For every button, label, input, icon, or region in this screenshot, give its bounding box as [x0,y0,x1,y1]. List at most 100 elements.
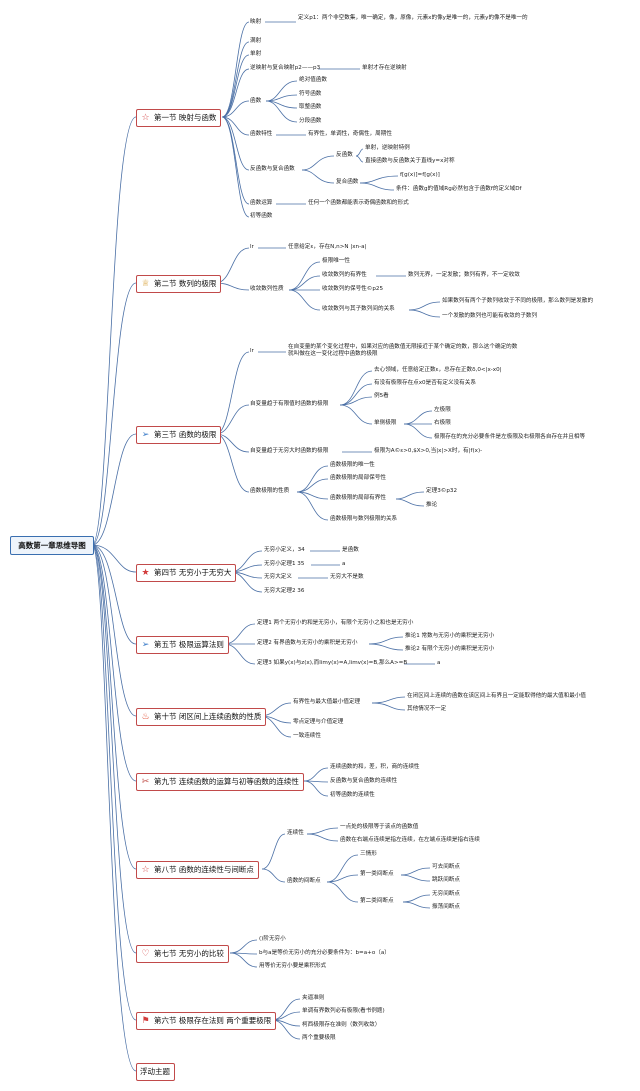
node-a[interactable]: a [437,660,441,666]
node-equivalent-product[interactable]: 用等价无穷小要是乘积形式 [259,963,327,969]
node-order-infinitesimal[interactable]: ()阶无穷小 [259,936,286,942]
node-infinity-not-number[interactable]: 无穷大不是数 [330,574,364,580]
node-three-cases[interactable]: 三情形 [360,851,377,857]
node-example-5[interactable]: 例5看 [374,393,389,399]
node-composite-formula[interactable]: f[g(x)]=f[g(x)] [400,172,440,178]
node-subsequence-divergent[interactable]: 如果数列有两个子数列收敛于不同的极限，那么数列是发散的 [442,298,594,304]
node-first-kind[interactable]: 第一类间断点 [360,871,394,877]
node-theorem-2[interactable]: 定理2 有界函数与无穷小的乘积是无穷小 [257,640,358,646]
section-9-continuous-ops[interactable]: ✂第九节 连续函数的运算与初等函数的连续性 [136,773,304,791]
node-continuity[interactable]: 连续性 [287,830,304,836]
node-lr[interactable]: lr [250,244,254,250]
node-injective-special[interactable]: 单射，逆映射特例 [365,145,410,151]
node-injection[interactable]: 单射 [250,51,262,57]
node-mapping[interactable]: 映射 [250,19,262,25]
node-arithmetic-continuity[interactable]: 连续函数的和，差，积，商的连续性 [330,764,420,770]
node-mapping-definition[interactable]: 定义p1：两个非空数集，唯一确定，像，原像，元素x的像y是唯一的，元素y的像不是… [298,15,528,21]
node-point-limit[interactable]: 一点处的极限等于该点的函数值 [340,824,419,830]
node-discontinuity[interactable]: 函数的间断点 [287,878,321,884]
node-intermediate-value[interactable]: 零点定理与介值定理 [293,719,344,725]
node-limit-exists-condition[interactable]: 极限存在的充分必要条件是左极限及右极限各自存在并且相等 [434,434,586,440]
node-corollary-1[interactable]: 推论1 常数与无穷小的乘积是无穷小 [405,633,495,639]
section-1-mapping-function[interactable]: ☆第一节 映射与函数 [136,109,222,127]
node-infinity-definition[interactable]: 无穷大定义 [264,574,292,580]
node-inverse-composite-map[interactable]: 逆映射与复合映射p2——p3 [250,65,321,71]
node-infinite-limit[interactable]: 自变量趋于无穷大时函数的极限 [250,448,329,454]
node-local-boundedness[interactable]: 函数极限的局部有界性 [330,495,386,501]
node-is-function[interactable]: 是函数 [342,547,359,553]
node-a[interactable]: a [342,561,346,567]
section-3-function-limit[interactable]: ➢第三节 函数的极限 [136,426,222,444]
node-other-cases[interactable]: 其他情况不一定 [407,706,447,712]
node-bounded-note[interactable]: 数列无界，一定发散；数列有界，不一定收敛 [408,272,520,278]
node-function[interactable]: 函数 [250,98,262,104]
node-inverse-function[interactable]: 反函数 [336,152,353,158]
floating-topic[interactable]: 浮动主题 [136,1063,175,1081]
node-function-sequence-relation[interactable]: 函数极限与数列极限的关系 [330,516,398,522]
node-subsequence-convergent[interactable]: 一个发散的数列也可能有收敛的子数列 [442,313,538,319]
node-inverse-composite[interactable]: 反函数与复合函数 [250,166,295,172]
node-theorem-3[interactable]: 定理3©p32 [426,488,458,494]
node-one-sided-limit[interactable]: 单侧极限 [374,420,397,426]
node-floor-function[interactable]: 取整函数 [299,104,322,110]
node-symmetry[interactable]: 直接函数与反函数关于直线y=x对称 [365,158,455,164]
node-theorem-3[interactable]: 定理3 如果y(x)与z(x),而limy(x)=A,limv(x)=B,那么A… [257,660,408,666]
node-left-limit[interactable]: 左极限 [434,407,451,413]
node-function-operations[interactable]: 函数运算 [250,200,273,206]
node-equivalent-condition[interactable]: b与a是等价无穷小的充分必要条件为：b=a+o（a） [259,950,390,956]
node-monotone-bounded[interactable]: 单调有界数列必有极限(看书例题) [302,1008,385,1014]
node-endpoint-continuity[interactable]: 函数在右端点连续是指左连续，在左端点连续是指右连续 [340,837,480,843]
section-5-limit-rules[interactable]: ➢第五节 极限运算法则 [136,636,229,654]
node-extreme-value-theorem[interactable]: 有界性与最大值最小值定理 [293,699,361,705]
node-corollary[interactable]: 推论 [426,502,438,508]
node-convergent-properties[interactable]: 收敛数列性质 [250,286,284,292]
node-piecewise-function[interactable]: 分段函数 [299,118,322,124]
section-7-comparison[interactable]: ♡第七节 无穷小的比较 [136,945,229,963]
node-composite-function[interactable]: 复合函数 [336,179,359,185]
section-2-sequence-limit[interactable]: ♕第二节 数列的极限 [136,275,222,293]
node-uniform-continuity[interactable]: 一致连续性 [293,733,321,739]
node-two-important-limits[interactable]: 两个重要极限 [302,1035,336,1041]
node-abs-function[interactable]: 绝对值函数 [299,77,327,83]
node-defined-irrelevant[interactable]: 有没有极限存在点x0是否有定义没有关系 [374,380,476,386]
section-4-infinitesimal[interactable]: ★第四节 无穷小于无穷大 [136,564,237,582]
node-elementary-continuity[interactable]: 初等函数的连续性 [330,792,375,798]
node-uniqueness[interactable]: 函数极限的唯一性 [330,462,375,468]
node-second-kind[interactable]: 第二类间断点 [360,898,394,904]
node-corollary-2[interactable]: 推论2 有限个无穷小的乘积是无穷小 [405,646,495,652]
node-subsequence-relation[interactable]: 收敛数列与其子数列间的关系 [322,306,395,312]
node-removable[interactable]: 可去间断点 [432,864,460,870]
node-infinity-theorem-2[interactable]: 无穷大定理2 36 [264,588,305,594]
node-function-limit-definition[interactable]: 在自变量的某个变化过程中，如果对应的函数值无限接近于某个确定的数，那么这个确定的… [288,344,518,357]
root-topic[interactable]: 高数第一章思维导图 [10,536,94,555]
node-properties-list[interactable]: 有界性，单调性，奇偶性，周期性 [308,131,392,137]
node-infinitesimal-definition[interactable]: 无穷小定义，34 [264,547,305,553]
node-elementary-function[interactable]: 初等函数 [250,213,273,219]
node-lr[interactable]: lr [250,348,254,354]
node-composite-condition[interactable]: 条件：函数g的值域Rg必然包含于函数f的定义域Df [396,186,522,192]
node-odd-even-sum[interactable]: 任何一个函数都能表示奇偶函数和的形式 [308,200,409,206]
node-inverse-composite-continuity[interactable]: 反函数与复合函数的连续性 [330,778,398,784]
section-10-closed-interval[interactable]: ♨第十节 闭区间上连续函数的性质 [136,708,267,726]
node-limit-A-definition[interactable]: 极限为A©ε>0,$X>0,当|x|>X时，有|f(x)- [374,448,483,454]
node-function-properties[interactable]: 函数特性 [250,131,273,137]
node-inverse-exists[interactable]: 单射才存在逆映射 [362,65,407,71]
node-sign-function[interactable]: 符号函数 [299,91,322,97]
node-deleted-neighborhood[interactable]: 去心领域，任意给定正数ε，总存在正数δ,0<|x-x0| [374,367,502,373]
node-function-limit-properties[interactable]: 函数极限的性质 [250,488,290,494]
node-cauchy[interactable]: 柯西极限存在准则（数列收敛） [302,1022,381,1028]
node-surjection[interactable]: 满射 [250,38,262,44]
node-theorem-1[interactable]: 定理1 两个无穷小的和是无穷小，有限个无穷小之和也是无穷小 [257,620,414,626]
node-infinitesimal-theorem-1[interactable]: 无穷小定理1 35 [264,561,305,567]
node-epsilon-n[interactable]: 任意给定ε，存在N,n>N |xn-a| [288,244,367,250]
section-6-limit-criteria[interactable]: ⚑第六节 极限存在法则 两个重要极限 [136,1012,277,1030]
node-jump[interactable]: 跳跃间断点 [432,877,460,883]
node-sign-preserving[interactable]: 收敛数列的保号性©p25 [322,286,384,292]
node-limit-uniqueness[interactable]: 极限唯一性 [322,258,350,264]
node-local-sign-preserving[interactable]: 函数极限的局部保号性 [330,475,386,481]
section-8-continuity[interactable]: ☆第八节 函数的连续性与间断点 [136,861,259,879]
node-right-limit[interactable]: 右极限 [434,420,451,426]
node-closed-interval-bounded[interactable]: 在闭区间上连续的函数在该区间上有界且一定能取得他的最大值和最小值 [407,693,587,699]
node-oscillating[interactable]: 振荡间断点 [432,904,460,910]
node-finite-limit[interactable]: 自变量趋于有限值时函数的极限 [250,401,329,407]
